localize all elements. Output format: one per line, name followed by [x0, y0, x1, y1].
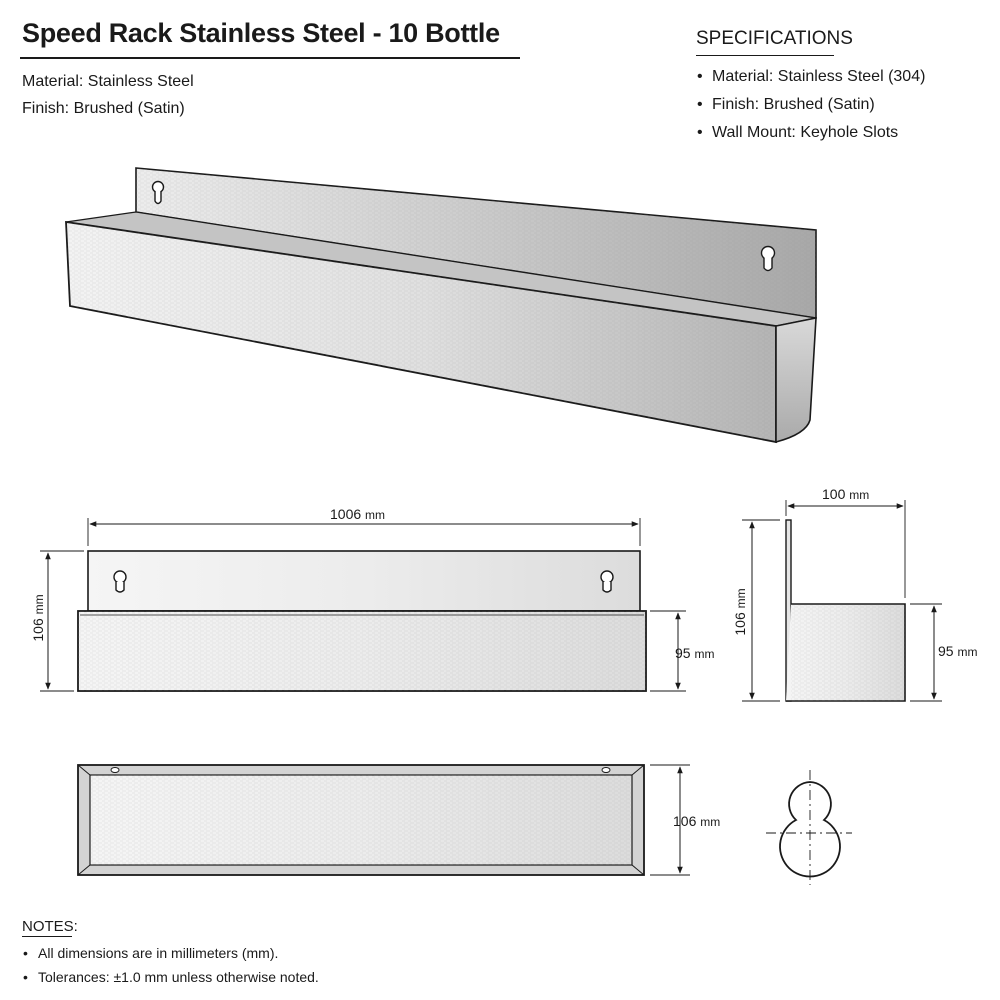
top-depth-label: 106 mm [673, 813, 720, 829]
specifications-underline [696, 55, 834, 56]
material-line: Material: Stainless Steel [22, 73, 194, 90]
isometric-view [65, 167, 817, 444]
front-elevation-view [40, 518, 686, 692]
finish-line: Finish: Brushed (Satin) [22, 100, 185, 117]
keyhole-slot-icon [760, 245, 776, 272]
spec-item-mount: Wall Mount: Keyhole Slots [696, 122, 925, 150]
iso-right-side [775, 317, 817, 444]
front-width-label: 1006 mm [330, 506, 385, 522]
keyhole-slot-icon [113, 570, 127, 593]
front-back-panel [87, 550, 641, 612]
keyhole-slot-icon [110, 767, 120, 773]
title-underline [20, 57, 520, 59]
front-height-label: 106 mm [30, 594, 46, 641]
keyhole-detail-icon [766, 770, 852, 885]
note-item-tolerance: Tolerances: ±1.0 mm unless otherwise not… [22, 967, 319, 991]
keyhole-slot-icon [151, 180, 165, 205]
side-height-label: 106 mm [732, 588, 748, 635]
specifications-list: Material: Stainless Steel (304) Finish: … [696, 66, 925, 150]
keyhole-slot-icon [601, 767, 611, 773]
spec-item-material: Material: Stainless Steel (304) [696, 66, 925, 94]
specifications-heading: SPECIFICATIONS [696, 28, 853, 49]
top-view [77, 764, 690, 876]
front-lip-label: 95 mm [675, 645, 714, 661]
side-elevation-view [742, 500, 942, 702]
notes-list: All dimensions are in millimeters (mm). … [22, 943, 319, 991]
spec-item-finish: Finish: Brushed (Satin) [696, 94, 925, 122]
drawing-title: Speed Rack Stainless Steel - 10 Bottle [22, 18, 500, 48]
notes-underline [22, 936, 72, 937]
notes-heading: NOTES: [22, 918, 78, 935]
note-item-units: All dimensions are in millimeters (mm). [22, 943, 319, 967]
side-depth-label: 100 mm [822, 486, 869, 502]
side-lip-label: 95 mm [938, 643, 977, 659]
keyhole-slot-icon [600, 570, 614, 593]
